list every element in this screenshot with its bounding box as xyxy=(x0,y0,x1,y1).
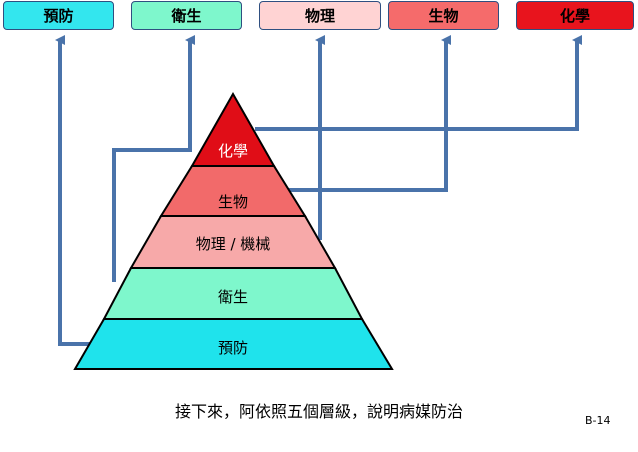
pyramid-label-prevention: 預防 xyxy=(218,339,248,357)
connector-arrows xyxy=(55,35,582,346)
tab-physics[interactable]: 物理 xyxy=(259,1,381,30)
slide-number: B-14 xyxy=(585,414,611,427)
arrow-prevention xyxy=(55,35,95,346)
arrow-chemistry xyxy=(255,35,582,131)
caption-text: 接下來，阿依照五個層級，說明病媒防治 xyxy=(174,402,463,421)
tab-prevention[interactable]: 預防 xyxy=(3,1,114,30)
tab-biology[interactable]: 生物 xyxy=(388,1,499,30)
pyramid-level-prevention xyxy=(73,318,394,370)
tab-chemistry[interactable]: 化學 xyxy=(516,1,634,30)
tab-sanitation[interactable]: 衛生 xyxy=(131,1,242,30)
pyramid-label-biology: 生物 xyxy=(218,193,248,211)
arrow-sanitation xyxy=(112,35,195,282)
pyramid-label-chemistry: 化學 xyxy=(218,142,248,160)
arrow-biology xyxy=(288,35,451,192)
pyramid-label-physics: 物理 / 機械 xyxy=(196,235,271,253)
pyramid-label-sanitation: 衛生 xyxy=(218,288,248,306)
